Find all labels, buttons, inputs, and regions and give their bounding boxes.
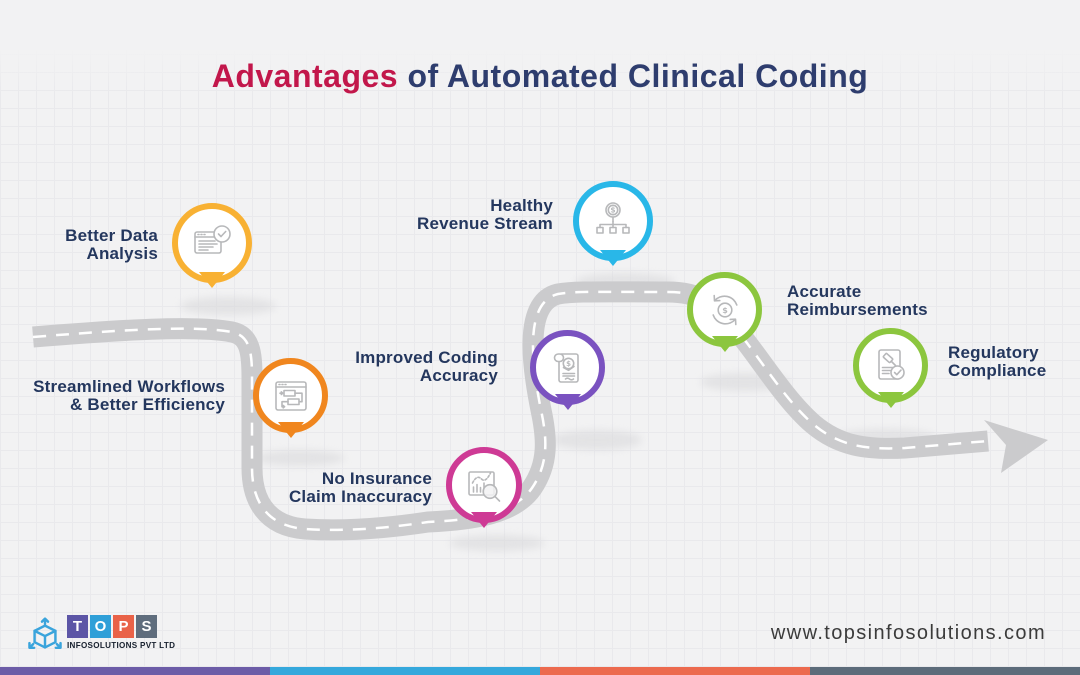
footer-bar-segment-orange: [540, 667, 810, 675]
label-streamlined-workflows: Streamlined Workflows& Better Efficiency: [33, 377, 225, 415]
pin-no-insurance-claim-inaccuracy: [446, 447, 522, 528]
dollar-sync-icon: $: [711, 294, 738, 325]
svg-text:$: $: [722, 306, 728, 315]
pin-better-data-analysis: [172, 203, 252, 288]
compliance-gavel-icon: [877, 348, 905, 380]
logo-tile-p: P: [113, 615, 134, 638]
pin-streamlined-workflows: [253, 358, 328, 438]
cube-logo-icon: [28, 617, 62, 650]
pin-pointer: [554, 394, 581, 410]
title-highlight: Advantages: [211, 58, 399, 94]
workflow-icon: [274, 380, 307, 411]
pin-pointer: [277, 422, 304, 438]
footer-bar-segment-slate: [810, 667, 1080, 675]
website-text: www.topsinfosolutions.com: [770, 622, 1046, 644]
report-check-icon: [194, 225, 231, 254]
logo-letter-tiles: T O P S: [67, 615, 175, 638]
pin-improved-coding-accuracy: $: [530, 330, 605, 410]
footer-bar-segment-blue: [270, 667, 540, 675]
logo-subtext: INFOSOLUTIONS PVT LTD: [67, 641, 176, 650]
tops-logo: T O P S INFOSOLUTIONS PVT LTD: [27, 615, 175, 658]
logo-tile-o: O: [90, 615, 111, 638]
pin-pointer: [711, 336, 738, 352]
logo-tile-s: S: [136, 615, 157, 638]
logo-tile-t: T: [67, 615, 88, 638]
pin-pointer: [600, 250, 626, 266]
claim-chart-magnifier-icon: [468, 471, 501, 502]
pin-pointer: [877, 392, 904, 408]
revenue-network-icon: $: [596, 202, 630, 234]
svg-text:$: $: [610, 206, 615, 215]
page-title: Advantages of Automated Clinical Coding: [0, 58, 1080, 95]
coding-document-icon: $: [553, 352, 579, 383]
footer-bar-segment-purple: [0, 667, 270, 675]
pin-regulatory-compliance: [853, 328, 928, 408]
pin-pointer: [199, 272, 225, 288]
pin-healthy-revenue-stream: $: [573, 181, 653, 266]
road-arrowhead: [984, 420, 1048, 473]
footer-color-bar: [0, 667, 1080, 675]
title-rest: of Automated Clinical Coding: [398, 58, 869, 94]
pin-accurate-reimbursements: $: [687, 272, 762, 352]
road-centerline: [32, 290, 989, 532]
pin-pointer: [471, 512, 497, 528]
svg-text:$: $: [566, 360, 571, 368]
